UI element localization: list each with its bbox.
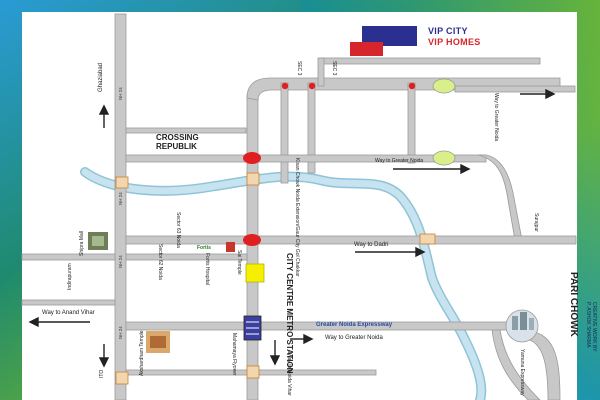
label-ghaziabad: Ghaziabad	[98, 62, 104, 92]
roads	[21, 13, 577, 400]
label-way-anand-vihar: Way to Anand Vihar	[42, 310, 95, 316]
label-nh24-2: NH 24	[118, 192, 123, 205]
roundabouts	[432, 78, 539, 343]
side-credit-2: P. ASHOK SHARMA	[585, 302, 591, 348]
label-yamuna-expressway: Yamuna Expressway	[519, 349, 525, 396]
direction-arrows	[28, 88, 556, 368]
label-shipra-mall: Shipra Mall	[79, 230, 85, 256]
label-way-dadri: Way to Dadri	[354, 242, 389, 248]
label-sec3-a: SEC 3	[296, 61, 302, 76]
brand-vip-homes: VIP HOMES	[428, 37, 481, 47]
label-mahamaya: Mahamaya Flyover	[231, 333, 237, 376]
side-credit-1: CREATIVE WORK BY	[591, 302, 597, 352]
label-ito: ITO	[99, 369, 105, 378]
label-nh24-3: NH 24	[118, 255, 123, 268]
label-sec3-b: SEC 3	[331, 61, 337, 76]
label-sector63: Sector 63 Noida	[175, 212, 181, 248]
label-surajpur: Surajpur	[533, 213, 539, 232]
vip-homes-block	[350, 42, 383, 56]
vip-city-block	[362, 26, 417, 46]
label-crossing: CROSSING	[156, 133, 199, 142]
label-akshardham: Akshardham Temple	[139, 330, 145, 377]
label-way-greater-noida-bottom: Way to Greater Noida	[325, 335, 383, 341]
label-fortis-hospital: Fortis Hospital	[204, 253, 210, 285]
label-nh24-1: NH 24	[118, 87, 123, 100]
city-centre-block	[245, 263, 265, 283]
label-republik: REPUBLIK	[156, 142, 197, 151]
label-nh24-4: NH 24	[118, 326, 123, 339]
label-kisan-chowk: Kisan Chowk Noida Extension/Gaur City Go…	[294, 158, 300, 277]
river	[80, 167, 487, 400]
map-panel	[22, 12, 577, 400]
label-fortis: Fortis	[197, 245, 211, 251]
brand-vip-city: VIP CITY	[428, 26, 468, 36]
label-sai-temple: Sai Temple	[236, 250, 242, 275]
label-indirapuram: Indirapuram	[67, 263, 73, 290]
label-sector62: Sector 62 Noida	[157, 244, 163, 280]
label-noida-vihar: Way to Noida Vihar	[286, 353, 292, 396]
sai-temple-icon	[226, 242, 235, 252]
label-way-greater-noida-top: Way to Greater Noida	[493, 93, 499, 142]
junction-markers	[243, 82, 416, 246]
label-pari-chowk: PARI CHOWK	[568, 272, 579, 337]
label-expressway: Greater Noida Expressway	[316, 322, 393, 328]
label-way-greater-noida-mid: Way to Greater Noida	[375, 158, 424, 164]
landmark-photos	[88, 232, 170, 353]
toll-markers	[115, 172, 436, 385]
